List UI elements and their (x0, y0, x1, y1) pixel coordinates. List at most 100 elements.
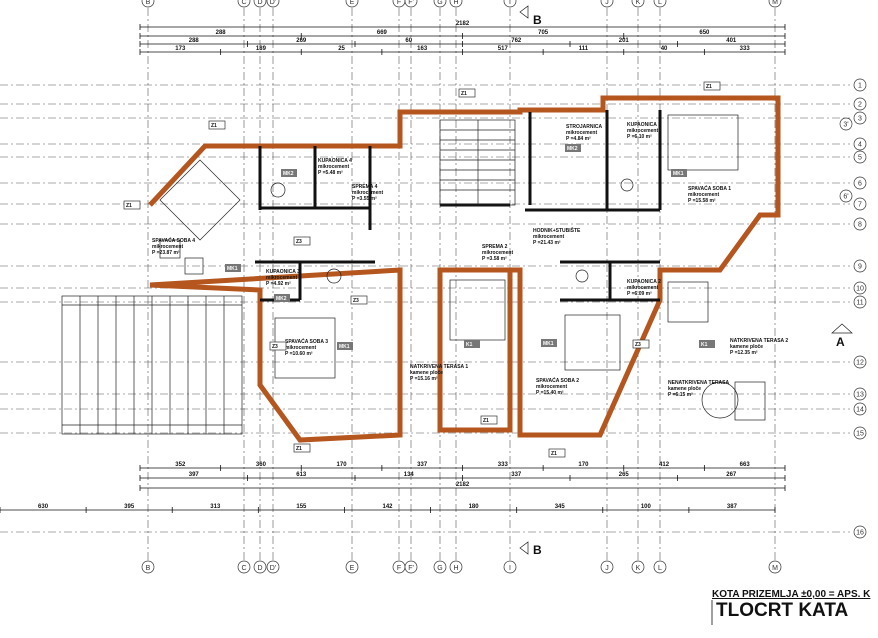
tag-mk2: MK2 (565, 144, 581, 152)
axis-bubble (853, 295, 867, 309)
axis-label: E (350, 0, 355, 6)
dimension-value: 401 (726, 38, 737, 44)
room-name: SPAVAĆA SOBA 3 (285, 337, 328, 345)
axis-grid: BBCCDDD'D'EEFFF'F'GGHHIIJJKKLLMM1233'456… (0, 0, 867, 574)
room-area: P =4.84 m² (566, 136, 591, 142)
dimension-value: 170 (337, 462, 348, 468)
tag-z3: Z3 (293, 236, 311, 246)
room-area: P =21.43 m² (533, 240, 561, 246)
dimension-value: 360 (256, 462, 267, 468)
svg-text:Z1: Z1 (211, 123, 217, 129)
svg-text:MK2: MK2 (567, 146, 578, 152)
axis-bubble (237, 560, 251, 574)
tag-z1: Z1 (703, 81, 721, 91)
tag-z1: Z1 (208, 120, 226, 130)
room-area: P =6.15 m² (668, 392, 693, 398)
room-finish: kamene ploče (668, 386, 701, 392)
axis-bubble (503, 560, 517, 574)
room-name: SPAVAĆA SOBA 4 (152, 236, 195, 244)
room-area: P =10.60 m² (285, 351, 313, 357)
room-area: P =6.10 m² (627, 134, 652, 140)
room-area: P =15.58 m² (688, 198, 716, 204)
room-name: SPAVAĆA SOBA 2 (536, 376, 579, 384)
dimension-value: 705 (538, 30, 549, 36)
axis-label: L (658, 565, 662, 572)
dimension-value: 111 (579, 46, 589, 52)
room-name: KUPAONICA 3 (266, 269, 300, 275)
tag-mk1: MK1 (541, 339, 557, 347)
axis-label: B (146, 0, 151, 6)
axis-label: 12 (856, 360, 864, 367)
room-name: NATKRIVENA TERASA 1 (410, 364, 468, 370)
axis-bubble (853, 176, 867, 190)
svg-text:Z3: Z3 (635, 342, 641, 348)
kota-note: KOTA PRIZEMLJA ±0,00 = APS. K (712, 589, 871, 600)
axis-label: 2 (858, 102, 862, 109)
svg-text:K1: K1 (701, 342, 708, 348)
dimension-value: 201 (619, 38, 630, 44)
axis-label: 7 (858, 202, 862, 209)
dimension-value: 170 (578, 462, 589, 468)
room-area: P =4.92 m² (266, 281, 291, 287)
dimension-value: 337 (511, 472, 522, 478)
axis-label: 6' (843, 194, 848, 201)
axis-bubble (503, 0, 517, 8)
axis-label: I (509, 565, 511, 572)
dimension-value: 387 (727, 504, 738, 510)
tag-mk1: MK1 (671, 169, 687, 177)
axis-bubble (853, 387, 867, 401)
dimension-value: 189 (256, 46, 267, 52)
room-finish: mikrocement (482, 250, 513, 256)
tag-k1: K1 (699, 340, 715, 348)
axis-bubble (141, 560, 155, 574)
axis-label: 8 (858, 222, 862, 229)
dimension-value: 180 (469, 504, 480, 510)
axis-label: 14 (856, 407, 864, 414)
axis-bubble (345, 0, 359, 8)
room-name: KUPAONICA 2 (627, 279, 661, 285)
dimension-value: 630 (38, 504, 49, 510)
svg-text:Z1: Z1 (461, 91, 467, 97)
axis-bubble (600, 560, 614, 574)
axis-label: 3 (858, 116, 862, 123)
staircase (439, 119, 516, 206)
axis-bubble (449, 560, 463, 574)
dimension-value: 155 (296, 504, 307, 510)
svg-text:A: A (836, 335, 845, 349)
section-mark-b-bottom: B (519, 541, 542, 557)
axis-label: J (605, 0, 609, 6)
room-name: KUPAONICA 1 (627, 122, 661, 128)
room-finish: mikrocement (536, 384, 567, 390)
axis-label: 4 (858, 142, 862, 149)
room-name: NATKRIVENA TERASA 2 (730, 338, 788, 344)
axis-label: L (658, 0, 662, 6)
dimension-value: 333 (498, 462, 509, 468)
axis-label: E (350, 565, 355, 572)
dimension-value: 762 (511, 38, 522, 44)
svg-text:MK2: MK2 (276, 296, 287, 302)
axis-bubble (404, 0, 418, 8)
room-finish: mikrocement (627, 285, 658, 291)
room-finish: mikrocement (152, 244, 183, 250)
room-finish: kamene ploče (730, 344, 763, 350)
terrace-wall (437, 267, 513, 433)
axis-bubble (839, 117, 853, 131)
axis-bubble (853, 197, 867, 211)
axis-label: K (636, 0, 641, 6)
room-name: NENATKRIVENA TERASA (668, 380, 730, 386)
axis-bubble (631, 0, 645, 8)
axis-bubble (853, 137, 867, 151)
axis-label: H (453, 0, 458, 6)
axis-label: 10 (856, 286, 864, 293)
axis-label: D' (270, 0, 276, 6)
axis-bubble (853, 259, 867, 273)
dimension-value: 269 (296, 38, 307, 44)
svg-text:MK1: MK1 (673, 171, 684, 177)
